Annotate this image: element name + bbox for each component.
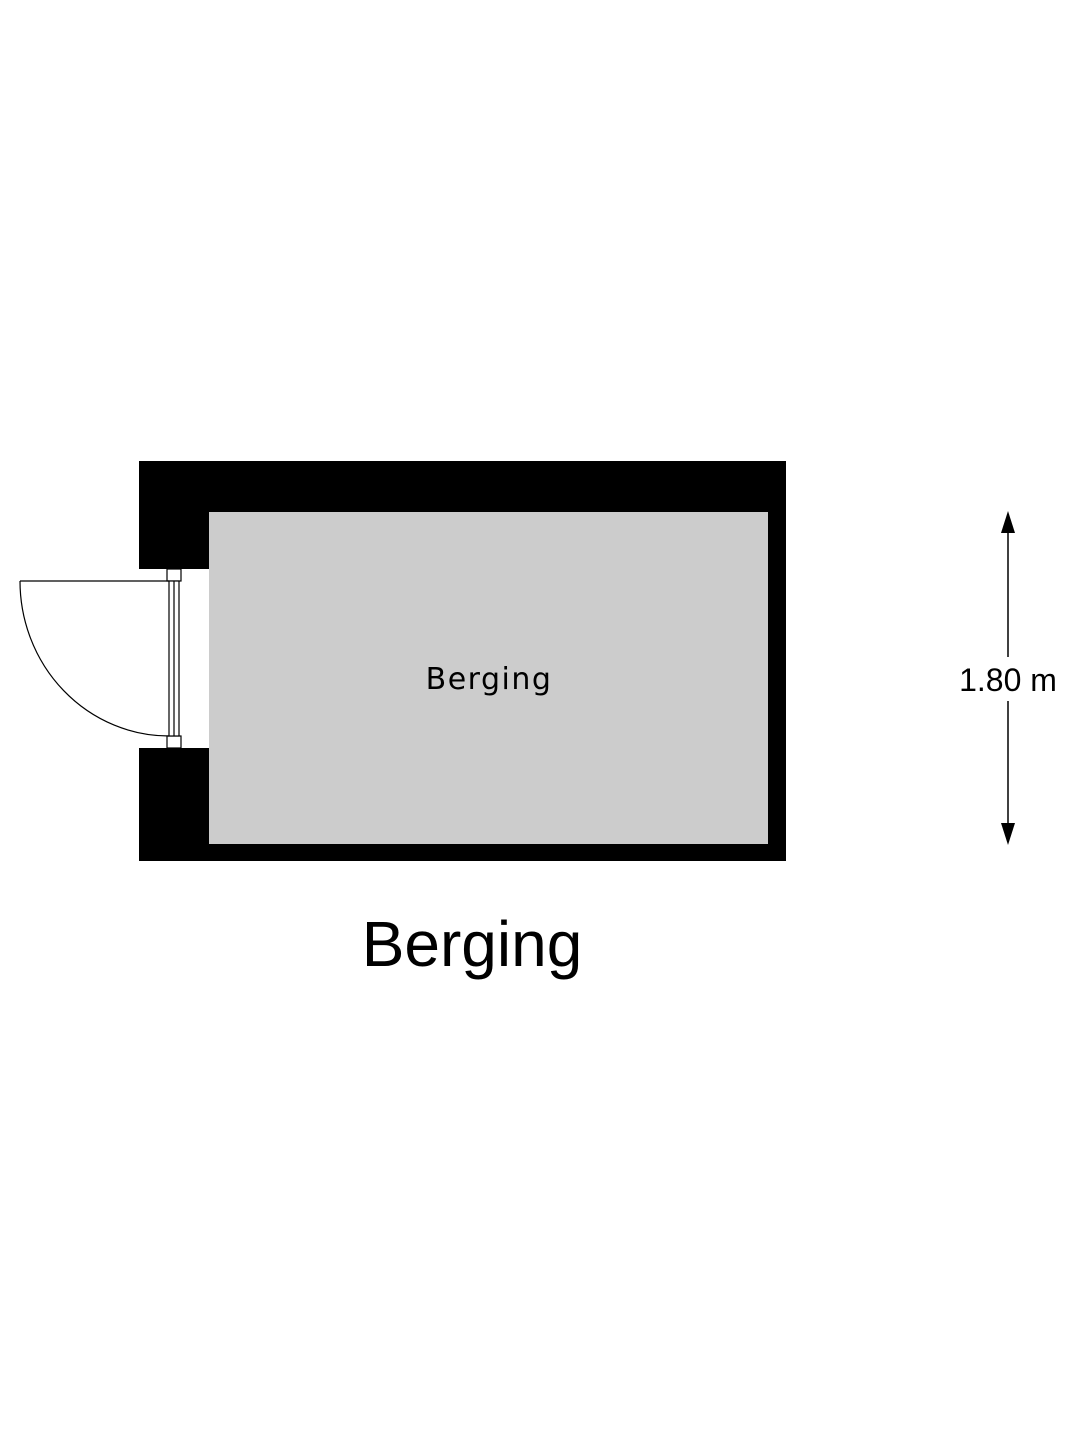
dimension-label-bg <box>950 657 1066 701</box>
wall-bottom <box>139 844 786 861</box>
wall-left-lower <box>139 748 209 861</box>
door-frame-top <box>166 568 182 582</box>
room-label-berging: Berging <box>426 662 553 697</box>
walls <box>139 461 786 861</box>
wall-top <box>139 461 786 512</box>
wall-right <box>768 461 786 861</box>
wall-left-upper <box>139 461 209 569</box>
plan-title: Berging <box>362 908 583 980</box>
dimension-arrow-down <box>1001 823 1015 845</box>
door-frame-bottom <box>166 735 182 749</box>
dimension-arrow-up <box>1001 511 1015 533</box>
dimension-label: 1.80 m <box>959 662 1057 698</box>
door <box>19 568 182 749</box>
door-swing-arc <box>19 580 170 737</box>
room-floor-berging <box>209 512 768 844</box>
dimension-vertical: 1.80 m <box>950 511 1066 845</box>
